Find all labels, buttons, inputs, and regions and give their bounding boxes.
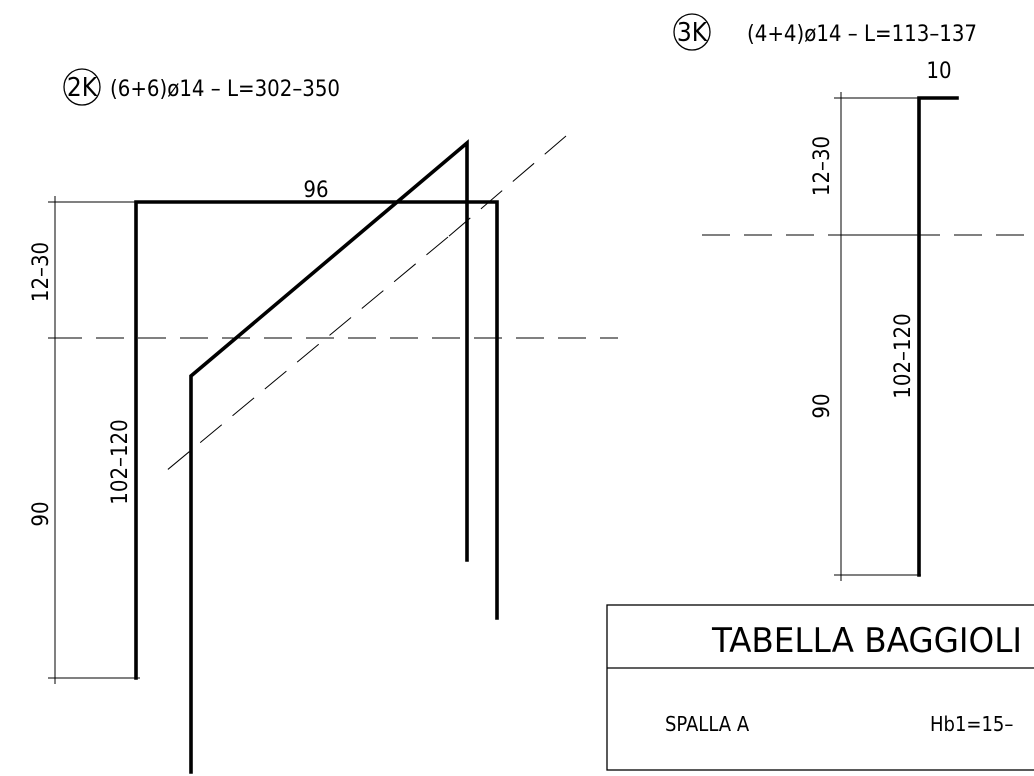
mark-2k: 2K (6+6)ø14 – L=302–350 96 12–30 90 102–…	[29, 68, 618, 774]
mark-3k-dimensions	[834, 92, 921, 581]
mark-3k-label: 3K	[677, 18, 708, 48]
mark-2k-dim-inner-vertical: 102–120	[108, 419, 133, 504]
table-row-value: Hb1=15–	[930, 712, 1013, 736]
mark-3k-bar	[917, 96, 959, 577]
tabella-baggioli: TABELLA BAGGIOLI SPALLA A Hb1=15–	[606, 604, 1034, 771]
mark-2k-dim-upper-left: 12–30	[29, 242, 54, 302]
mark-3k-dim-lower-left: 90	[810, 393, 835, 418]
table-frame	[606, 604, 1034, 771]
mark-3k-circle	[673, 13, 711, 51]
mark-3k: 3K (4+4)ø14 – L=113–137 10 12–30 90 102–…	[673, 13, 1034, 581]
mark-3k-dim-upper-left: 12–30	[810, 136, 835, 196]
mark-3k-dim-inner-vertical: 102–120	[891, 313, 916, 398]
mark-3k-header: 3K (4+4)ø14 – L=113–137	[673, 13, 977, 51]
mark-2k-inclined-guide-lower	[165, 236, 449, 472]
mark-2k-circle	[63, 68, 101, 106]
mark-2k-spec: (6+6)ø14 – L=302–350	[110, 77, 340, 102]
mark-2k-dim-lower-left: 90	[29, 501, 54, 526]
mark-3k-dim-top: 10	[926, 59, 951, 84]
mark-2k-dimensions	[48, 196, 140, 684]
mark-3k-spec: (4+4)ø14 – L=113–137	[747, 22, 977, 47]
mark-2k-header: 2K (6+6)ø14 – L=302–350	[63, 68, 340, 106]
mark-2k-label: 2K	[67, 73, 98, 103]
mark-2k-bar-stirrup	[134, 200, 499, 680]
mark-2k-bar-bent	[189, 139, 469, 774]
table-row-name: SPALLA A	[665, 712, 750, 736]
table-title: TABELLA BAGGIOLI	[711, 621, 1022, 661]
mark-2k-dim-top: 96	[303, 178, 328, 203]
